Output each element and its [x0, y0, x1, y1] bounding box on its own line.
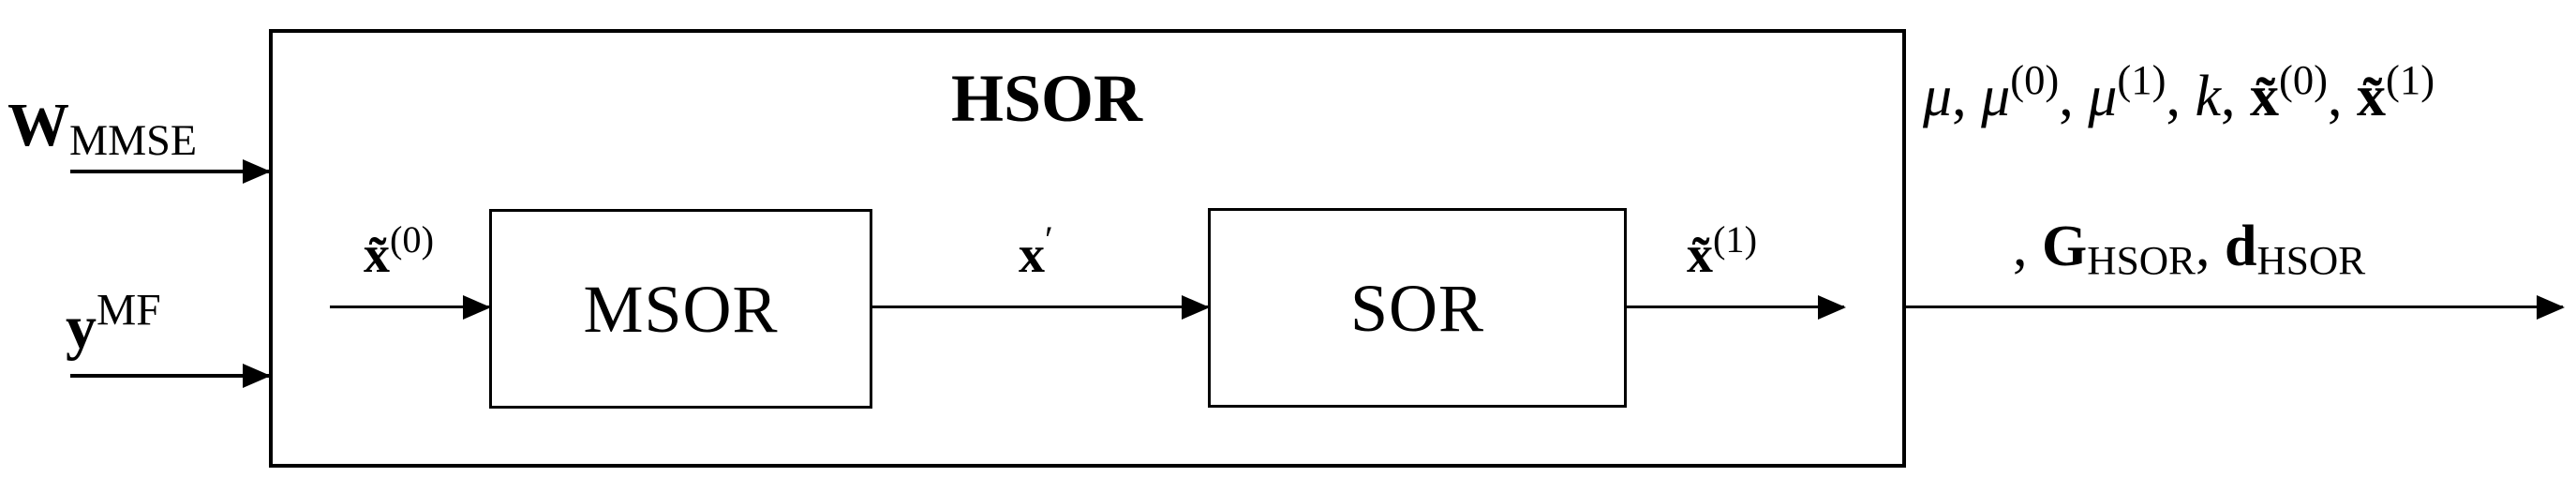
xprime-signal-arrow	[872, 294, 1210, 320]
output-token-mu: μ,	[1923, 65, 1982, 128]
y-label-base: y	[66, 293, 97, 362]
output-token-k: k,	[2195, 65, 2250, 128]
x1-label-base: x̃	[1687, 226, 1713, 284]
w-label-subscript: MMSE	[69, 116, 198, 165]
output-token-mu1: μ(1),	[2088, 55, 2196, 128]
output-arrow	[1906, 294, 2565, 320]
output-signals-line1: μ, μ(0), μ(1), k, x̃(0), x̃(1)	[1923, 55, 2435, 128]
hsor-title: HSOR	[951, 61, 1143, 136]
sor-block-label: SOR	[1349, 270, 1485, 346]
x0-label-base: x̃	[364, 226, 390, 284]
xprime-signal-label: x′	[1019, 220, 1053, 284]
output-token-d-hsor: dHSOR	[2224, 215, 2366, 284]
w-mmse-input-label: WMMSE	[7, 95, 197, 162]
y-input-arrow	[70, 364, 271, 388]
msor-block: MSOR	[489, 209, 872, 409]
y-mf-input-label: yMF	[66, 289, 161, 359]
output-token-mu0: μ(0),	[1981, 55, 2089, 128]
w-label-base: W	[7, 91, 69, 159]
line2-lead-comma: ,	[2013, 215, 2042, 278]
output-token-x1: x̃(1)	[2357, 55, 2435, 128]
x1-signal-label: x̃(1)	[1687, 220, 1757, 284]
x0-arrowhead-icon	[463, 294, 491, 320]
output-signals-line2: , GHSOR, dHSOR	[2013, 215, 2366, 284]
xprime-label-superscript: ′	[1045, 218, 1053, 261]
msor-block-label: MSOR	[583, 271, 779, 347]
x1-label-superscript: (1)	[1713, 218, 1758, 261]
x0-signal-label: x̃(0)	[364, 220, 434, 284]
output-token-g-hsor: GHSOR,	[2042, 215, 2225, 284]
y-label-superscript: MF	[97, 286, 161, 335]
xprime-label-base: x	[1019, 226, 1045, 284]
xprime-arrowhead-icon	[1182, 294, 1210, 320]
output-token-x0: x̃(0),	[2250, 55, 2358, 128]
y-input-arrowhead-icon	[243, 364, 271, 388]
w-input-arrow	[70, 159, 271, 184]
x1-arrowhead-icon	[1818, 294, 1846, 320]
output-arrowhead-icon	[2537, 294, 2565, 320]
x1-signal-arrow	[1627, 294, 1846, 320]
x0-signal-arrow	[330, 294, 491, 320]
x0-label-superscript: (0)	[390, 218, 435, 261]
sor-block: SOR	[1208, 208, 1627, 408]
w-input-arrowhead-icon	[243, 159, 271, 184]
